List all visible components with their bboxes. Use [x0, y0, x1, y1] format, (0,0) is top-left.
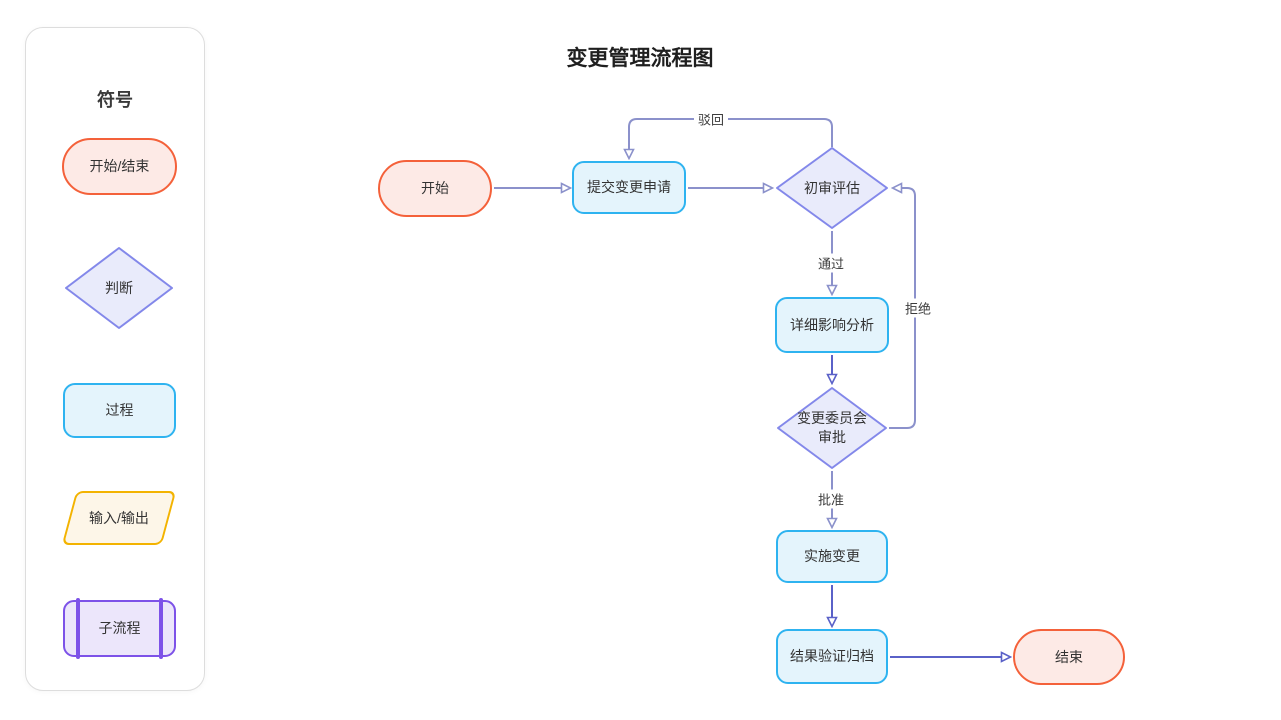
diamond-shape: [777, 387, 887, 469]
legend-item-label: 判断: [105, 279, 133, 296]
legend-item-label: 开始/结束: [89, 158, 150, 174]
node-implement-change[interactable]: 实施变更: [776, 530, 888, 583]
node-label: 详细影响分析: [790, 316, 874, 333]
diamond-shape: [776, 147, 888, 229]
legend-item-label: 子流程: [98, 620, 141, 636]
node-label: 结束: [1055, 648, 1083, 665]
legend-item-label: 过程: [105, 402, 134, 418]
legend-item-terminator[interactable]: 开始/结束: [62, 138, 177, 195]
legend-item-subprocess[interactable]: 子流程: [63, 598, 176, 659]
legend-title: 符号: [97, 90, 133, 110]
legend-item-decision[interactable]: 判断: [64, 246, 174, 330]
node-label: 提交变更申请: [587, 179, 671, 195]
edge-label-approve: 批准: [813, 489, 849, 509]
node-impact-analysis[interactable]: 详细影响分析: [775, 297, 889, 353]
node-submit-change-request[interactable]: 提交变更申请: [572, 161, 686, 214]
legend-item-process[interactable]: 过程: [63, 383, 176, 438]
node-start[interactable]: 开始: [378, 160, 492, 217]
node-label: 初审评估: [804, 179, 860, 196]
edge-label-rejected: 驳回: [693, 109, 729, 129]
node-label: 变更委员会审批: [797, 410, 867, 445]
edge-label-pass: 通过: [813, 253, 849, 273]
node-initial-review[interactable]: 初审评估: [775, 146, 889, 230]
diamond-shape: [65, 247, 173, 329]
legend-item-label: 输入/输出: [89, 510, 149, 526]
node-label: 开始: [421, 180, 449, 196]
node-label: 实施变更: [804, 548, 860, 564]
subprocess-bar: [159, 598, 163, 659]
node-end[interactable]: 结束: [1013, 629, 1125, 685]
legend-item-input-output[interactable]: 输入/输出: [61, 491, 177, 545]
node-committee-approval[interactable]: 变更委员会审批: [776, 386, 888, 470]
subprocess-bar: [76, 598, 80, 659]
edge-label-refuse: 拒绝: [900, 298, 936, 318]
node-verify-archive[interactable]: 结果验证归档: [776, 629, 888, 684]
node-label: 结果验证归档: [790, 648, 874, 664]
diagram-title: 变更管理流程图: [566, 47, 714, 70]
legend-card: 符号: [25, 27, 205, 691]
edge-review-submit-reject: [629, 118, 833, 158]
